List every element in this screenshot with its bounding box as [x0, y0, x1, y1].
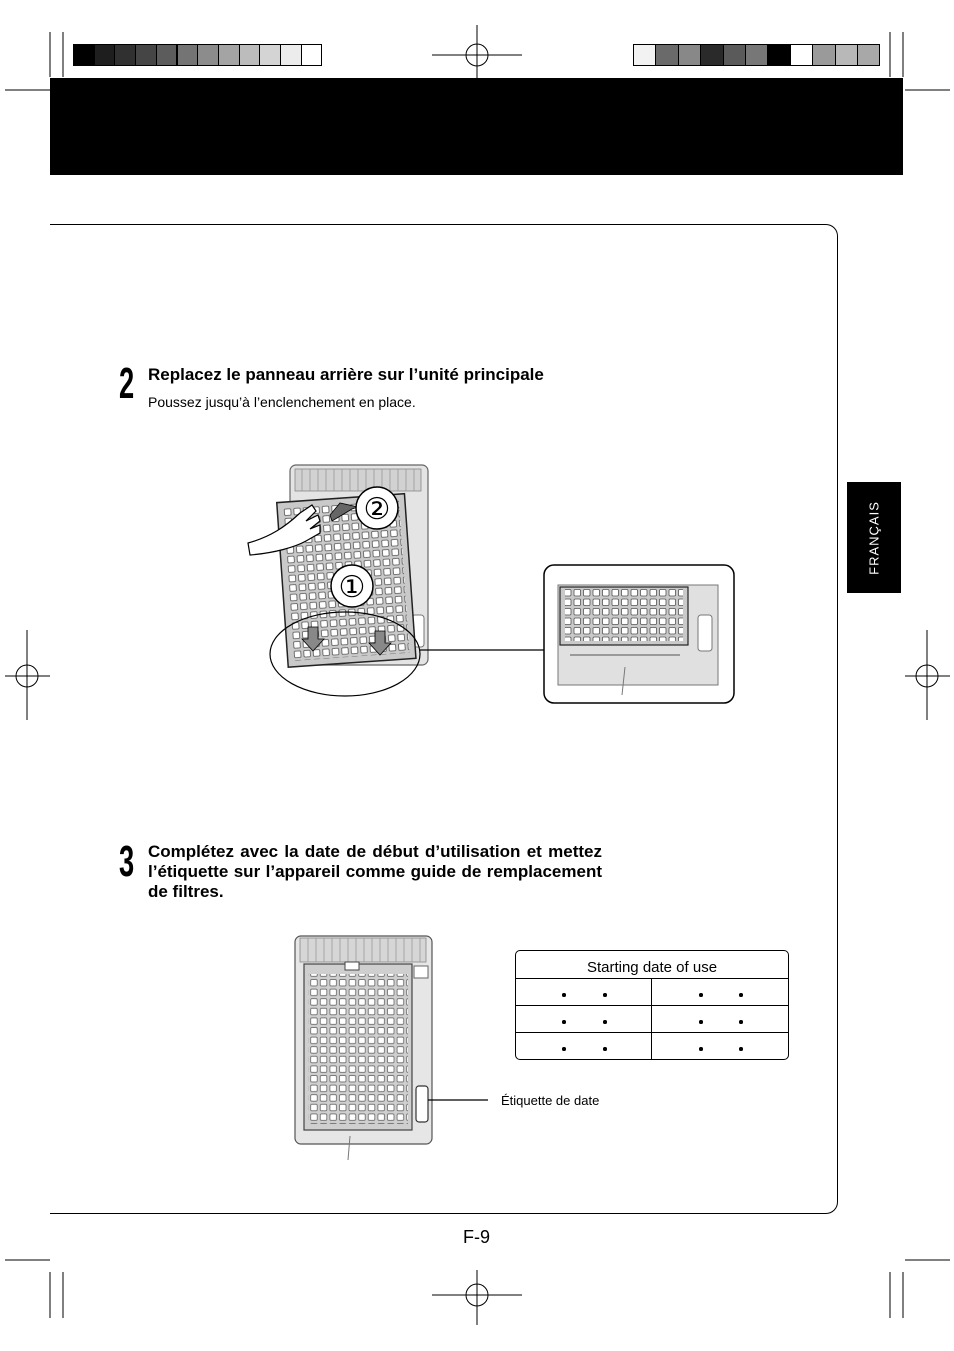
- date-cell: [652, 979, 788, 1006]
- up-arrow: [329, 502, 360, 522]
- step-3-title: Complétez avec la date de début d’utilis…: [148, 842, 602, 901]
- step-2-subtitle: Poussez jusqu’à l’enclenchement en place…: [148, 394, 416, 410]
- zoom-detail: [543, 564, 735, 704]
- registration-mark-right: [905, 630, 950, 720]
- date-cell: [652, 1033, 788, 1059]
- date-label-caption: Étiquette de date: [501, 1093, 600, 1108]
- zoom-ellipse: [269, 611, 421, 697]
- step-2-number: 2: [119, 359, 135, 408]
- date-cell: [516, 1006, 652, 1033]
- down-arrow-right: [368, 630, 392, 656]
- date-cell: [516, 1033, 652, 1059]
- registration-mark-top: [432, 25, 522, 78]
- header-band: [50, 78, 903, 175]
- step-3-number: 3: [119, 837, 135, 886]
- callout-1-label: ①: [339, 571, 366, 604]
- date-cell: [652, 1006, 788, 1033]
- step-2-title: Replacez le panneau arrière sur l’unité …: [148, 365, 544, 384]
- callout-2: [355, 486, 399, 530]
- content-frame: [50, 224, 838, 1214]
- down-arrow-left: [301, 626, 325, 652]
- date-label-sticker: Starting date of use: [515, 950, 789, 1060]
- back-panel-illustration: ② ①: [247, 464, 735, 704]
- date-cell: [516, 979, 652, 1006]
- language-tab: FRANÇAIS: [847, 482, 901, 593]
- language-tab-label: FRANÇAIS: [866, 500, 882, 575]
- color-swatch: [857, 44, 881, 66]
- callout-2-label: ②: [364, 493, 391, 526]
- registration-mark-left: [5, 630, 50, 720]
- color-swatch: [300, 44, 323, 66]
- callout-1: [330, 564, 374, 608]
- hand: [247, 504, 321, 556]
- page-number: F-9: [463, 1227, 490, 1247]
- registration-mark-bottom: [432, 1270, 522, 1325]
- date-label-title: Starting date of use: [516, 951, 788, 979]
- date-label-grid: [516, 979, 788, 1059]
- purifier-front-illustration: [294, 935, 488, 1161]
